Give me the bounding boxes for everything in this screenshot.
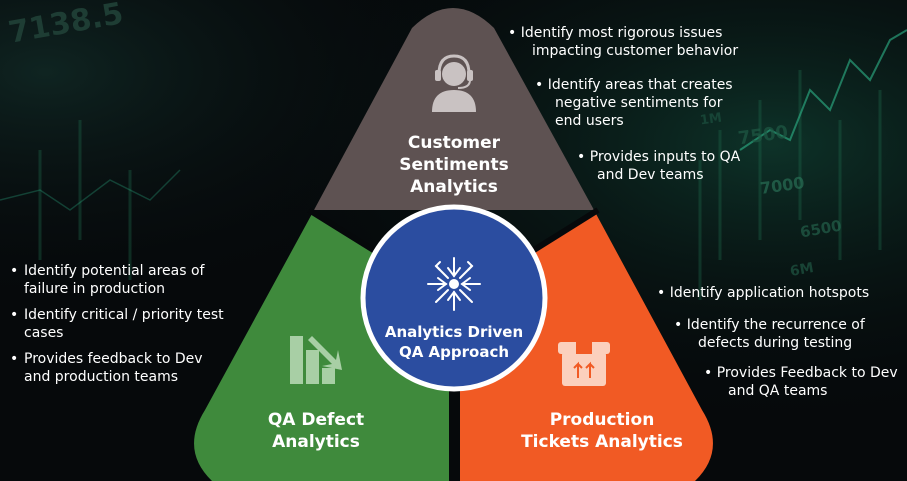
center-title: Analytics Driven QA Approach [384,323,524,361]
production-bullet-3: • Provides Feedback to Dev and QA teams [704,365,898,399]
customer-bullet-3: • Provides inputs to QA and Dev teams [577,149,741,183]
qa-defect-bullet-1: Identify potential areas of failure in p… [10,262,250,298]
qa-defect-bullets: Identify potential areas of failure in p… [10,262,250,394]
qa-defect-bullet-3: Provides feedback to Dev and production … [10,350,250,386]
production-tickets-title: Production Tickets Analytics [521,410,683,452]
qa-defect-title: QA Defect Analytics [267,410,365,452]
package-box-icon [558,342,610,386]
qa-defect-bullet-2: Identify critical / priority test cases [10,306,250,342]
customer-bullet-1: • Identify most rigorous issues impactin… [508,25,739,59]
production-bullet-1: • Identify application hotspots [657,285,870,301]
trend-line [739,29,907,151]
customer-sentiments-title: Customer Sentiments Analytics [399,133,509,197]
customer-bullet-2: • Identify areas that creates negative s… [535,77,733,129]
headset-user-icon [432,54,476,112]
declining-bar-chart-icon [290,336,342,384]
production-bullet-2: • Identify the recurrence of defects dur… [674,317,865,351]
network-hub-icon [427,257,481,311]
